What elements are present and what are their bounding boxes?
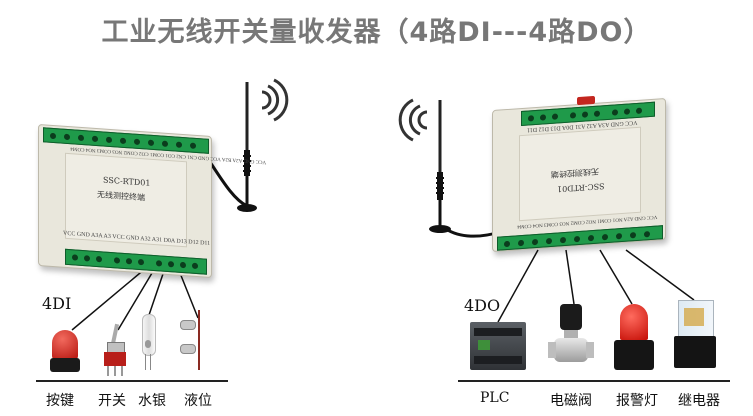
output-label-plc: PLC [480, 390, 510, 406]
alarm-light-icon [614, 304, 654, 370]
input-label-level: 液位 [184, 393, 212, 409]
di-label: 4DI [42, 294, 72, 313]
input-label-button: 按键 [46, 393, 74, 409]
output-lead-lines [497, 249, 695, 323]
page-title: 工业无线开关量收发器（4路DI---4路DO） [101, 17, 652, 48]
receiver-module: VCC GND A3A A32 A31 D0A D13 D12 D11 无线测控… [492, 95, 666, 253]
do-label: 4DO [464, 296, 501, 315]
mercury-switch-icon [138, 314, 158, 370]
input-label-mercury: 水银 [138, 393, 166, 409]
output-label-alarm: 报警灯 [616, 393, 658, 409]
input-label-switch: 开关 [98, 393, 126, 409]
output-label-valve: 电磁阀 [550, 393, 592, 409]
plc-icon [470, 322, 526, 370]
output-baseline [458, 380, 730, 382]
transmitter-module: VCC GND A2A B2A VCC GND CN1 CN2 CO1 COM1… [38, 123, 266, 279]
solenoid-valve-icon [548, 304, 594, 370]
right-signal-waves [398, 98, 428, 142]
left-signal-waves [261, 78, 289, 122]
input-baseline [36, 380, 228, 382]
output-label-relay: 继电器 [678, 393, 720, 409]
relay-icon [674, 300, 716, 368]
receiver-power-indicator [577, 95, 595, 106]
input-lead-lines [71, 267, 199, 331]
level-switch-icon [176, 310, 206, 374]
push-button-icon [50, 330, 80, 374]
toggle-switch-icon [104, 323, 126, 376]
